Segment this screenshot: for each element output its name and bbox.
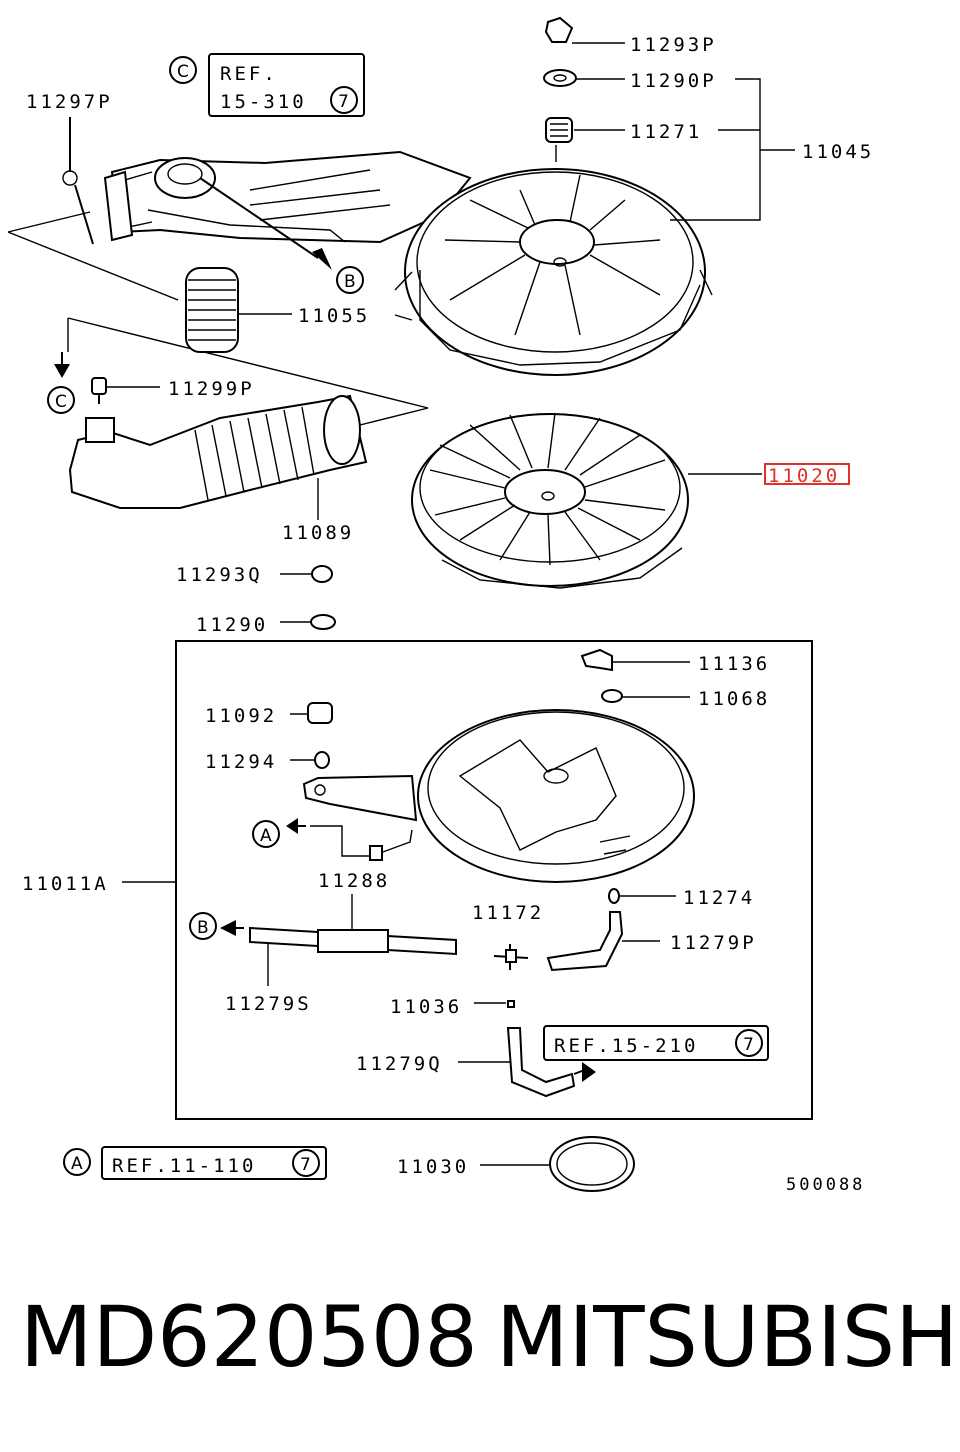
- air-filter-11020-drawing: [411, 412, 689, 589]
- label-11290: 11290: [196, 614, 268, 636]
- svg-text:A: A: [71, 1154, 83, 1174]
- svg-text:REF.11-110: REF.11-110: [112, 1155, 256, 1177]
- seal-ring-11030-drawing: [549, 1136, 635, 1192]
- air-cleaner-cover-drawing: [103, 16, 713, 376]
- ref-box-15-310: REF. 15-310 7: [208, 53, 365, 117]
- marker-a-box: A: [252, 820, 280, 848]
- svg-text:REF.15-210: REF.15-210: [554, 1035, 698, 1057]
- label-11030: 11030: [397, 1156, 469, 1178]
- case-11011A-drawing: [249, 648, 695, 1098]
- case-11011A-box: [175, 640, 813, 1120]
- marker-b-top: B: [336, 266, 364, 294]
- label-11068: 11068: [698, 688, 770, 710]
- assembly-frame-lines: [7, 211, 429, 426]
- marker-c-top: C: [169, 56, 197, 84]
- label-11045: 11045: [802, 141, 874, 163]
- svg-text:7: 7: [338, 92, 349, 112]
- ref-box-15-210: REF.15-210 7: [543, 1025, 769, 1061]
- label-11089: 11089: [282, 522, 354, 544]
- label-11036: 11036: [390, 996, 462, 1018]
- highlight-box-11020: [764, 463, 850, 485]
- marker-a-bottom: A: [63, 1148, 91, 1176]
- label-11297P: 11297P: [26, 91, 113, 113]
- svg-text:C: C: [177, 62, 189, 82]
- hose-11089-drawing: [68, 394, 368, 509]
- marker-c-left: C: [47, 386, 75, 414]
- svg-text:7: 7: [300, 1155, 311, 1175]
- label-11288: 11288: [318, 870, 390, 892]
- svg-text:7: 7: [743, 1035, 754, 1055]
- footer-part-number: MD620508: [20, 1288, 478, 1386]
- label-11172: 11172: [472, 902, 544, 924]
- label-11271: 11271: [630, 121, 702, 143]
- leader-lines: [106, 42, 795, 1166]
- clip-11297P-drawing: [62, 117, 94, 245]
- label-11020: 11020: [768, 465, 840, 487]
- label-11011A: 11011A: [22, 873, 109, 895]
- svg-text:B: B: [344, 272, 356, 292]
- label-11293P: 11293P: [630, 34, 717, 56]
- label-11299P: 11299P: [168, 378, 255, 400]
- svg-text:A: A: [260, 826, 272, 846]
- diagram-id: 500088: [786, 1175, 865, 1195]
- label-11092: 11092: [205, 705, 277, 727]
- svg-text:C: C: [55, 392, 67, 412]
- label-11279S: 11279S: [225, 993, 312, 1015]
- label-11274: 11274: [683, 887, 755, 909]
- label-11294: 11294: [205, 751, 277, 773]
- svg-text:REF.: REF.: [220, 63, 278, 85]
- label-11279P: 11279P: [670, 932, 757, 954]
- washer-11290-drawing: [310, 614, 336, 630]
- marker-arrows: [54, 352, 596, 1082]
- svg-text:15-310: 15-310: [220, 91, 307, 113]
- footer-brand: MITSUBISHI: [496, 1288, 960, 1386]
- bolt-11299P-drawing: [91, 377, 107, 404]
- svg-text:B: B: [197, 918, 209, 938]
- ref-box-11-110: REF.11-110 7: [101, 1146, 327, 1180]
- label-11290P: 11290P: [630, 70, 717, 92]
- label-11279Q: 11279Q: [356, 1053, 443, 1075]
- label-11136: 11136: [698, 653, 770, 675]
- spring-11055-drawing: [185, 267, 239, 353]
- marker-b-box: B: [189, 912, 217, 940]
- label-11293Q: 11293Q: [176, 564, 263, 586]
- label-11055: 11055: [298, 305, 370, 327]
- nut-11293Q-drawing: [311, 565, 333, 583]
